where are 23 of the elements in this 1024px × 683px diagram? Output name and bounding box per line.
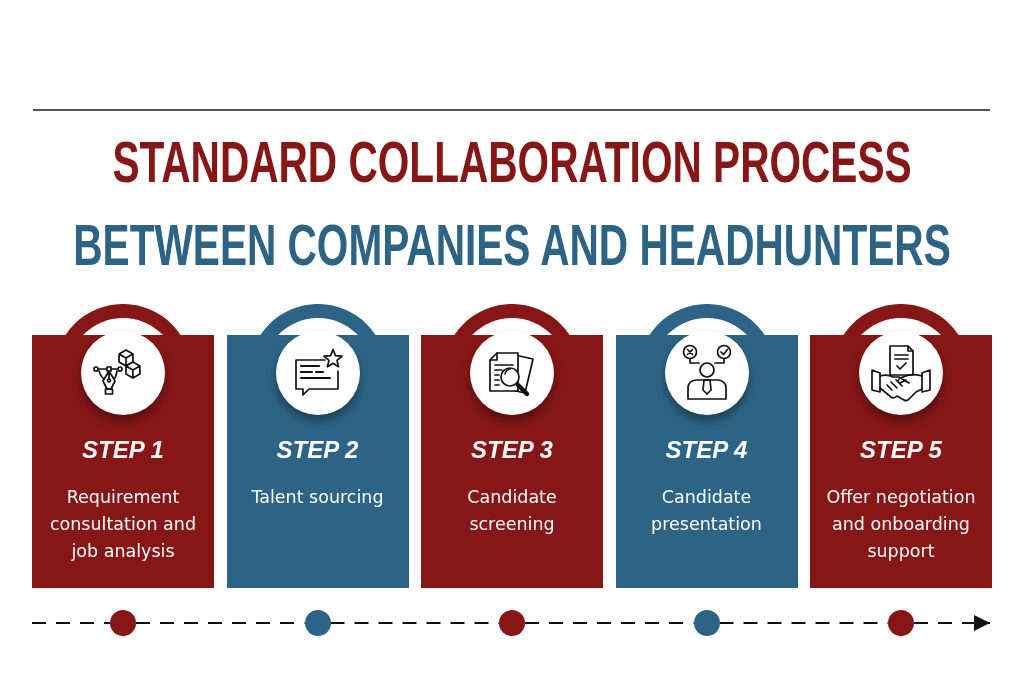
step-description: Candidate screening <box>466 486 558 536</box>
step-description: Requirement consultation and job analysis <box>48 486 198 563</box>
dashed-arrow <box>914 615 990 631</box>
step-card <box>226 304 409 588</box>
step-heading: STEP 1 <box>82 436 164 464</box>
step-heading: STEP 4 <box>665 436 748 464</box>
step-card <box>32 304 214 588</box>
dashed-line <box>32 621 110 625</box>
timeline-dot <box>499 610 525 636</box>
step-heading: STEP 3 <box>471 436 553 464</box>
step-description: Talent sourcing <box>251 486 384 509</box>
step-heading: STEP 5 <box>860 436 942 464</box>
timeline-dot <box>110 610 136 636</box>
step-description: Offer negotiation and onboarding support <box>825 486 977 563</box>
title: STANDARD COLLABORATION PROCESS BETWEEN COMPANIES AND HEADHUNTERS <box>72 128 952 279</box>
step-card <box>810 304 992 588</box>
step-card <box>421 304 603 588</box>
step-card <box>615 304 798 588</box>
step-heading: STEP 2 <box>276 436 359 464</box>
timeline-dot <box>888 610 914 636</box>
step-description: Candidate presentation <box>650 486 763 536</box>
timeline-dot <box>304 610 331 636</box>
timeline-dot <box>693 610 720 636</box>
